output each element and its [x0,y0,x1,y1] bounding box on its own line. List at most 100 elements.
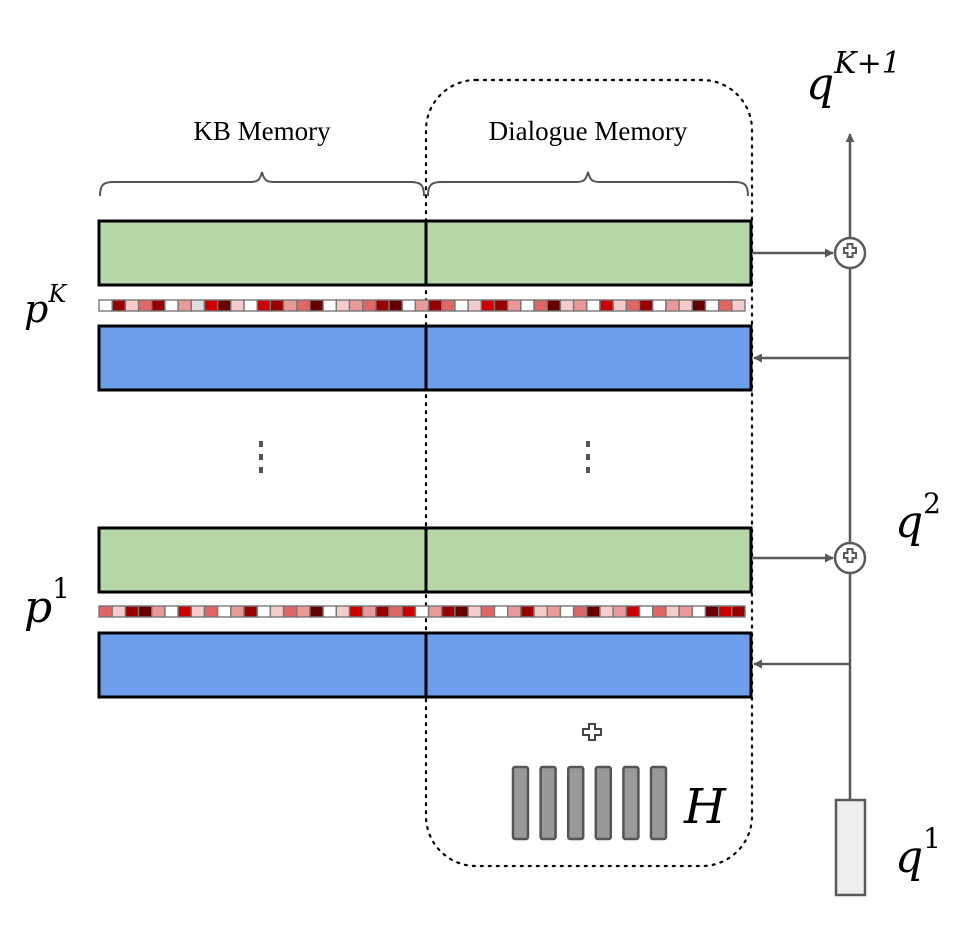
attention-cell [572,605,588,618]
attention-cell [111,605,127,618]
attention-cell [678,299,693,312]
kb-memory-brace [99,171,425,197]
attention-cell [203,605,219,618]
attention-cell [441,299,456,312]
p-k-label: pK [24,280,68,331]
attention-cell [731,299,746,312]
attention-cell [124,299,140,312]
attention-cell [652,299,667,312]
attention-cell [480,605,496,618]
attention-cell [98,605,113,618]
attention-cell [203,299,219,312]
attention-cell [348,299,364,312]
kb-memory-title: KB Memory [193,116,331,146]
attention-cell [256,299,272,312]
input-memory-kb-hop-1 [97,631,428,699]
sum-node-icon-hop-k [833,236,867,270]
history-bar [622,765,640,841]
output-memory-dialogue-hop-1 [424,526,753,594]
attention-cell [652,605,667,618]
attention-cell [414,605,430,618]
attention-cell [309,299,324,312]
sum-node-icon-hop-1 [833,541,867,575]
attention-cell [506,299,522,312]
attention-cell [335,299,351,312]
attention-cell [414,299,430,312]
plus-sign-icon [582,723,602,741]
q-2-label: q2 [895,487,941,548]
attention-cell [309,605,324,618]
attention-cell [454,605,469,618]
attention-cell [177,605,192,618]
attention-cell [467,605,483,618]
attention-cell [678,605,693,618]
vertical-ellipsis-kb [259,441,263,473]
q-1-label: q1 [895,822,941,883]
output-memory-dialogue-hop-k [424,219,753,287]
attention-cell [506,605,522,618]
attention-cell [612,299,628,312]
attention-cell [704,299,720,312]
attention-cell [493,299,509,312]
attention-cell [638,299,654,312]
attention-cell [230,299,245,312]
attention-cell [665,299,680,312]
attention-cell [190,605,206,618]
dialogue-memory-boundary [424,78,754,868]
attention-cell [665,605,680,618]
attention-cell [243,605,258,618]
attention-cell [520,299,535,312]
input-memory-dialogue-hop-k [424,324,753,392]
attention-cell [691,299,707,312]
attention-cell [401,299,417,312]
attention-cell [625,605,641,618]
attention-cell [546,605,562,618]
attention-cell [467,299,483,312]
attention-cell [348,605,364,618]
h-label: H [683,779,727,835]
input-memory-kb-hop-k [97,324,428,392]
attention-cell [137,299,153,312]
attention-cell [243,299,258,312]
attention-cell [388,605,403,618]
p-1-label: p1 [24,572,70,633]
attention-cell [546,299,562,312]
attention-cell [190,299,206,312]
query-q1-box [834,798,867,897]
attention-cell [164,299,179,312]
attention-cell [599,605,614,618]
attention-cell [533,299,548,312]
vertical-ellipsis-dialogue [586,441,590,473]
attention-cell [296,605,311,618]
attention-cell [98,299,113,312]
attention-cell [375,605,390,618]
history-bar [566,765,585,841]
attention-cell [137,605,153,618]
attention-cell [533,605,548,618]
attention-cell [599,299,614,312]
input-memory-dialogue-hop-1 [424,631,753,699]
attention-cell [282,299,298,312]
dialogue-memory-brace [427,171,749,197]
attention-cell [164,605,179,618]
attention-cell [282,605,298,618]
dialogue-history-bars [511,765,668,841]
history-bar [649,765,668,841]
attention-cell [361,605,377,618]
attention-cell [612,605,628,618]
attention-cell [375,299,390,312]
attention-cell [216,605,232,618]
dialogue-memory-title: Dialogue Memory [489,116,688,146]
attention-cell [427,299,443,312]
q-k-plus-1-label: qK+1 [806,46,901,110]
attention-cell [493,605,509,618]
attention-cell [151,299,166,312]
attention-cell [691,605,707,618]
attention-cell [111,299,127,312]
attention-cell [388,299,403,312]
attention-cell [230,605,245,618]
attention-cell [322,605,337,618]
attention-cell [572,299,588,312]
attention-cell [586,605,601,618]
